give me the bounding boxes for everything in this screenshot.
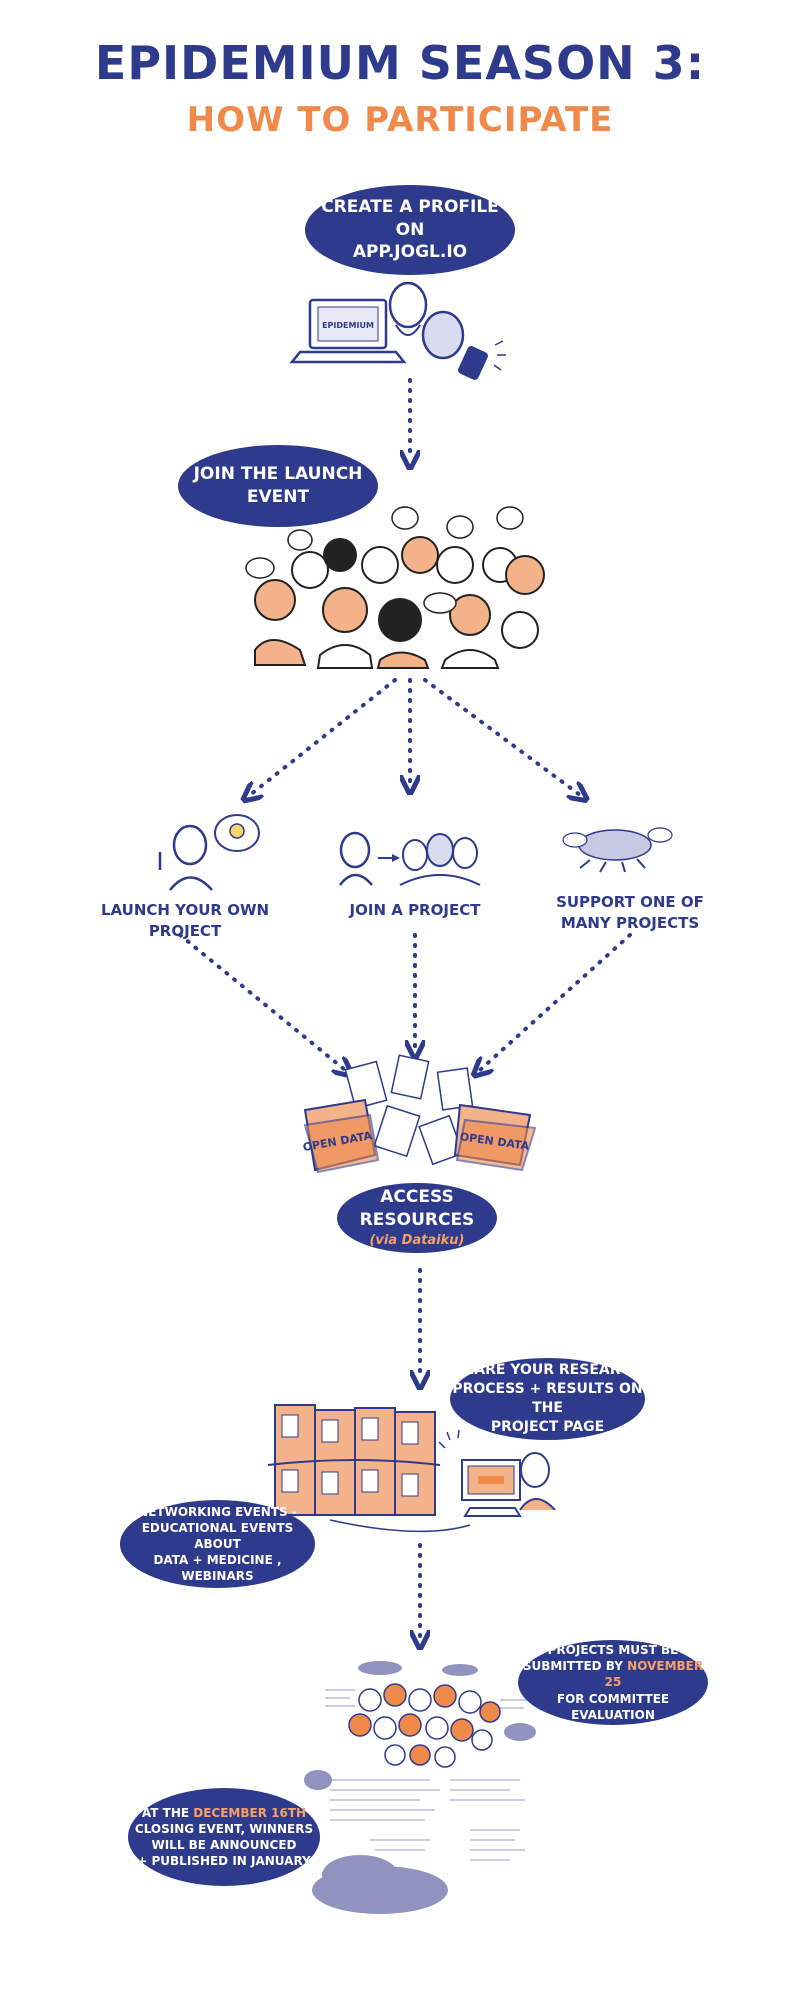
launch-event-bubble: JOIN THE LAUNCH EVENT [178,445,378,527]
deadline-line2: SUBMITTED BY NOVEMBER 25 [518,1658,708,1690]
access-resources-line1: ACCESS RESOURCES [359,1187,475,1231]
share-line3: PROJECT PAGE [490,1418,605,1435]
create-profile-line2: APP.JOGL.IO [352,242,468,263]
closing-line3: WILL BE ANNOUNCED [151,1838,297,1852]
open-data-folders-illustration [303,1054,537,1174]
closing-line1: AT THE DECEMBER 16TH [142,1805,306,1821]
networking-line2: EDUCATIONAL EVENTS ABOUT [141,1520,294,1551]
support-projects-label: SUPPORT ONE OF MANY PROJECTS [545,892,715,934]
create-profile-line1: CREATE A PROFILE ON [321,196,499,240]
person-joining-illustration [339,831,481,886]
winners-crowd-illustration [304,1661,536,1914]
support-line2: MANY PROJECTS [560,914,700,932]
share-research-bubble: SHARE YOUR RESEARCH PROCESS + RESULTS ON… [450,1358,645,1440]
share-line2: PROCESS + RESULTS ON THE [452,1381,643,1416]
deadline-date: NOVEMBER 25 [604,1659,704,1690]
networking-bubble: NETWORKING EVENTS - EDUCATIONAL EVENTS A… [120,1500,315,1588]
page-subtitle: HOW TO PARTICIPATE [186,100,614,140]
share-line1: SHARE YOUR RESEARCH [452,1362,643,1379]
deadline-line2a: SUBMITTED BY [522,1659,623,1674]
person-idea-illustration [158,814,260,891]
closing-date: DECEMBER 16TH [193,1805,307,1820]
closing-line2: CLOSING EVENT, WINNERS [134,1821,314,1836]
closing-line4: + PUBLISHED IN JANUARY [137,1854,311,1869]
deadline-bubble: PROJECTS MUST BE SUBMITTED BY NOVEMBER 2… [518,1640,708,1725]
support-line1: SUPPORT ONE OF [556,893,704,911]
laptop-people-illustration [289,281,506,380]
page-title: EPIDEMIUM SEASON 3: [94,36,706,90]
deadline-line3: FOR COMMITTEE EVALUATION [556,1691,670,1722]
launch-event-line1: JOIN THE LAUNCH [193,464,363,485]
binders-computer-illustration [267,1404,556,1533]
crowd-illustration [245,506,545,669]
access-resources-via: (via Dataiku) [369,1233,465,1249]
closing-line1a: AT THE [141,1805,190,1820]
laptop-screen-text: EPIDEMIUM [322,321,374,330]
closing-event-bubble: AT THE DECEMBER 16TH CLOSING EVENT, WINN… [128,1788,320,1886]
launch-own-project-label: LAUNCH YOUR OWN PROJECT [100,901,270,940]
access-resources-bubble: ACCESS RESOURCES (via Dataiku) [337,1183,497,1253]
networking-line1: NETWORKING EVENTS - [138,1504,297,1519]
deadline-line1: PROJECTS MUST BE [547,1643,679,1658]
join-project-label: JOIN A PROJECT [349,901,481,919]
networking-line3: DATA + MEDICINE , WEBINARS [153,1553,282,1584]
support-illustration [562,827,673,873]
create-profile-bubble: CREATE A PROFILE ON APP.JOGL.IO [305,185,515,275]
launch-event-line2: EVENT [246,487,310,507]
